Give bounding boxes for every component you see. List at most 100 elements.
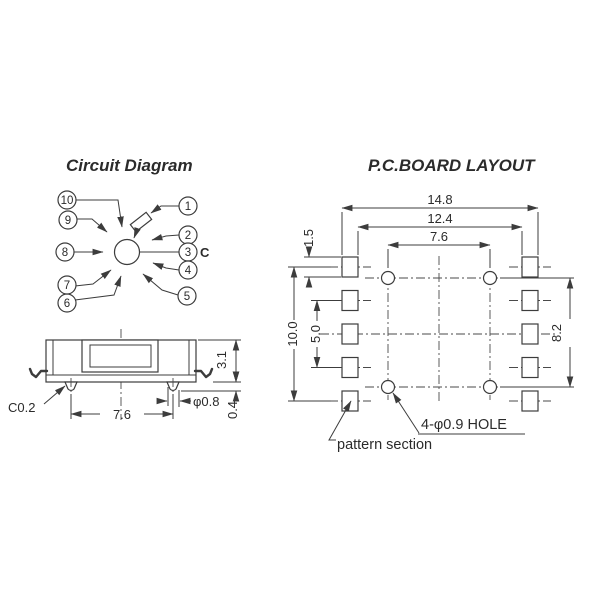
pin-label-7: 7	[64, 280, 70, 292]
dim-overall-width: 14.8	[341, 192, 539, 255]
pin-circle-4	[178, 260, 198, 280]
pin-leader-6	[74, 275, 122, 301]
chamfer-note: C0.2	[8, 385, 66, 415]
pcb-pad	[341, 356, 359, 379]
pin-2: 2	[178, 225, 198, 245]
dim-pin-pitch-text: 7.6	[113, 407, 131, 422]
dim-inner-width-text: 12.4	[427, 211, 452, 226]
pin-label-1: 1	[185, 201, 191, 213]
dim-hole-span-x-text: 7.6	[430, 229, 448, 244]
pin-label-2: 2	[185, 230, 191, 242]
dim-hole-span-y-text: 8.2	[549, 324, 564, 342]
pin-5: 5	[177, 286, 197, 306]
foot-centerlines	[70, 378, 174, 396]
dim-height-text: 3.1	[214, 351, 229, 369]
chamfer-leader	[43, 385, 66, 405]
dim-inner-width-extlines	[357, 231, 523, 255]
pin-circle-10	[57, 190, 77, 210]
pin-4: 4	[178, 260, 198, 280]
circuit-diagram-section: Circuit Diagram 1 2 3 4 5 6 7 8 9 10 C	[55, 156, 210, 313]
pcb-pad	[341, 256, 359, 278]
mounting-hole	[380, 270, 396, 286]
dim-overall-width-extlines	[341, 212, 539, 255]
pin-label-10: 10	[61, 195, 74, 207]
pad-column-left	[341, 256, 359, 412]
dim-hole-span-x-extlines	[387, 249, 491, 268]
frame-wall-lines	[52, 340, 190, 375]
rotor-inner-outline	[89, 344, 152, 368]
pcb-pad	[521, 323, 539, 345]
dim-pin-pitch: 7.6	[70, 394, 174, 422]
lead-left	[28, 367, 49, 379]
dim-pad-pitch: 5.0	[308, 299, 341, 369]
dim-pad-height: 1.5	[301, 229, 341, 288]
dim-hole-span-y: 8.2	[500, 277, 574, 388]
pin-label-6: 6	[64, 298, 70, 310]
pcb-pad	[341, 323, 359, 345]
pcb-pad	[341, 390, 359, 412]
lead-right	[193, 367, 214, 379]
pin-circle-8	[55, 242, 75, 262]
pin-circle-9	[58, 210, 78, 230]
pin-leader-2	[151, 233, 180, 241]
pcb-pad	[341, 289, 359, 312]
pcb-pad	[521, 289, 539, 312]
dim-pad-span: 10.0	[285, 266, 331, 402]
pin-leader-10	[76, 199, 124, 228]
pin-leader-1	[150, 204, 179, 214]
pin-1: 1	[178, 196, 198, 216]
pin-10: 10	[57, 190, 77, 210]
chamfer-text: C0.2	[8, 400, 35, 415]
pin-leader-7	[74, 269, 112, 287]
dim-pin-dia-text: φ0.8	[193, 394, 220, 409]
pcb-pad	[521, 390, 539, 412]
hole-note: 4-φ0.9 HOLE	[392, 392, 525, 435]
dim-pad-span-text: 10.0	[285, 321, 300, 346]
pcb-layout-title: P.C.BOARD LAYOUT	[368, 156, 536, 175]
common-terminal-label: C	[200, 245, 210, 260]
dim-overall-width-text: 14.8	[427, 192, 452, 207]
circuit-diagram-title: Circuit Diagram	[66, 156, 193, 175]
mounting-hole	[482, 379, 498, 395]
dim-inner-width: 12.4	[357, 211, 523, 255]
hole-note-text: 4-φ0.9 HOLE	[421, 417, 507, 433]
pin-leader-9	[77, 218, 108, 233]
wiper-contact-icon	[129, 211, 153, 233]
pad-column-right	[521, 256, 539, 412]
pcb-layout-section: P.C.BOARD LAYOUT	[285, 156, 574, 453]
pin-circle-1	[178, 196, 198, 216]
pin-circle-7	[57, 275, 77, 295]
hole-note-leader	[392, 392, 420, 434]
pin-8: 8	[55, 242, 75, 262]
dim-pad-pitch-text: 5.0	[308, 325, 323, 343]
dim-pin-dia-extlines	[167, 387, 180, 407]
pin-circle-5	[177, 286, 197, 306]
wiper-arrow	[133, 227, 141, 239]
pcb-pad	[521, 356, 539, 379]
mounting-hole	[482, 270, 498, 286]
dim-standoff-text: 0.4	[225, 401, 240, 419]
pin-leader-5	[142, 273, 179, 296]
dim-pin-diameter: φ0.8	[156, 387, 220, 409]
pin-label-5: 5	[184, 291, 190, 303]
dim-hole-span-x: 7.6	[387, 229, 491, 268]
dim-pad-height-text: 1.5	[301, 229, 316, 247]
pattern-note-text: pattern section	[337, 437, 432, 453]
pcb-pad	[521, 256, 539, 278]
dim-hole-span-y-extlines	[500, 277, 574, 388]
pin-6: 6	[57, 293, 77, 313]
pattern-note: pattern section	[328, 400, 432, 453]
pin-leader-4	[152, 262, 180, 271]
dim-standoff: 0.4	[181, 371, 241, 419]
pin-label-9: 9	[65, 215, 71, 227]
pin-label-3: 3	[185, 247, 191, 259]
side-view-section: 3.1 0.4 φ0.8 7.6 C0.2	[8, 329, 241, 422]
pin-label-8: 8	[62, 247, 68, 259]
pin-label-4: 4	[185, 265, 192, 277]
pin-9: 9	[58, 210, 78, 230]
center-contact-circle	[113, 238, 141, 266]
pin-7: 7	[57, 275, 77, 295]
pattern-note-leader	[328, 400, 352, 441]
